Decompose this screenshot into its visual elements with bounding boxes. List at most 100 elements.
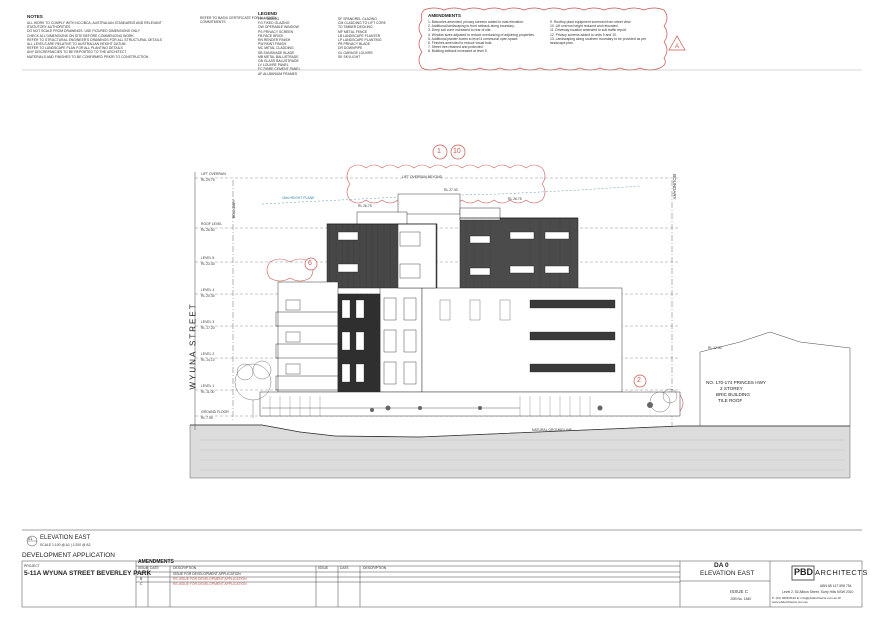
- svg-text:A: A: [675, 44, 679, 50]
- amendment-note: 9. Rooftop plant equipment screened from…: [550, 20, 632, 24]
- note-item: CHECK ALL DIMENSIONS ON SITE BEFORE COMM…: [27, 33, 134, 38]
- notes-list: ALL WORK TO COMPLY WITH NCC/BCA, AUSTRAL…: [27, 21, 177, 59]
- roof-cloud: [346, 164, 546, 204]
- boundary-left: BOUNDARY: [231, 198, 236, 219]
- legend-item: FR FRAMING: [258, 17, 280, 21]
- legend-item: LP LANDSCAPE PLANTING: [338, 38, 382, 43]
- note-item: REFER TO LANDSCAPE PLAN FOR ALL PLANTING…: [27, 46, 123, 51]
- issue-label: ISSUE C: [730, 589, 749, 594]
- lift-overrun: [397, 193, 461, 215]
- rl-label: RL 26.75: [358, 204, 372, 208]
- rl-label: RL 26.75: [508, 197, 522, 201]
- legend-item: PS PRIVACY SCREEN: [258, 29, 294, 34]
- view-title: ELEVATION EAST: [40, 535, 91, 541]
- street-name: WYUNA STREET: [188, 302, 198, 390]
- note-item: ALL LEVELS ARE RELATIVE TO AUSTRALIAN HE…: [27, 42, 126, 47]
- cloud-tag-6: 6: [308, 260, 312, 267]
- amendments-box: AMENDMENTS 1. Balconies amended, privacy…: [424, 9, 664, 65]
- level-rl: RL 17.20: [201, 326, 215, 330]
- cloud-tag-1: 1: [437, 148, 441, 155]
- firm-logo-box: [791, 565, 815, 581]
- level-rl: RL 7.90: [201, 416, 213, 420]
- level-label: GROUND FLOOR: [201, 410, 229, 414]
- col-description: DESCRIPTION: [363, 566, 387, 570]
- level-rl: RL 23.40: [201, 262, 215, 266]
- legend-item: PW PAINT FINISH: [258, 42, 287, 47]
- legend-item: GL GARAGE LOUVRE: [338, 50, 373, 55]
- legend-item: MC METAL CLADDING: [258, 46, 294, 51]
- amend-desc: ISSUE FOR DEVELOPMENT APPLICATION: [173, 572, 241, 576]
- height-plane-label: 18m HEIGHT PLANE: [282, 196, 315, 200]
- amendment-note: 1. Balconies amended, privacy screens ad…: [428, 20, 524, 24]
- neighbour-notes: NO. 170-174 PRINCES HWY 2 STOREY BRIC BU…: [706, 380, 766, 404]
- amendment-note: 3. Deep soil zone increased to rear of s…: [428, 28, 492, 33]
- rl-label: RL 12.30: [708, 346, 722, 350]
- notes-extra: REFER TO BASIX CERTIFICATE FOR ALL BASIX…: [200, 16, 277, 25]
- amendment-note: 4. Window sizes adjusted to reduce overl…: [428, 32, 535, 37]
- application-title: DEVELOPMENT APPLICATION: [22, 552, 115, 559]
- legend-col1: FR FRAMING FG FIXED GLAZING OW OPERABLE …: [258, 17, 333, 76]
- legend-item: MB METAL BALUSTRADE: [258, 54, 299, 59]
- legend-item: DR DOWNPIPE: [338, 46, 363, 51]
- revision-triangle: [668, 35, 686, 51]
- level-rl: RL 20.30: [201, 294, 215, 298]
- legend-item: CM CLADDING TO LIFT CORE: [338, 21, 386, 26]
- amendment-note: 5. Additional planter boxes to level 4 c…: [428, 36, 519, 41]
- amendment-note: 13. Landscaping along southern boundary …: [550, 36, 647, 46]
- amendment-note: 2. Additional landscaping to front setba…: [428, 24, 515, 29]
- amend-issue: A: [140, 572, 143, 576]
- legend-item: AF ALUMINIUM FRAMES: [258, 71, 298, 76]
- level-rl: RL 29.75: [201, 178, 215, 182]
- neighbour-line: NO. 170-174 PRINCES HWY: [706, 380, 766, 385]
- neighbour-line: TILE ROOF: [718, 398, 743, 403]
- neighbour-building: [699, 331, 851, 426]
- amendments-box-title: AMENDMENTS: [428, 13, 461, 18]
- firm-contact: P: (02) 9698 8140 E: info@pbdarchitects.…: [772, 596, 842, 605]
- podium: [259, 391, 681, 417]
- cloud-tag-2: 2: [637, 377, 641, 384]
- amendment-note: 6. Finishes amended to reduce visual bul…: [428, 41, 493, 46]
- amendment-note: 12. Privacy screens added to units 9 and…: [550, 32, 617, 37]
- legend-item: SB SUNSHADE BLADE: [258, 50, 295, 55]
- legend-item: GB GLASS BALUSTRADE: [258, 59, 299, 64]
- firm-abn: ABN 68 147 598 754: [820, 584, 852, 588]
- legend-item: TD TIMBER DECKING: [338, 25, 373, 30]
- amendment-note: 7. Street tree retained and protected.: [428, 45, 484, 50]
- legend-item: FC FIBRE CEMENT PANEL: [258, 67, 301, 72]
- legend-item: RN RENDER FINISH: [258, 38, 291, 43]
- drawing-number: DA 0: [714, 562, 729, 569]
- note-item: DO NOT SCALE FROM DRAWINGS. USE FIGURED …: [27, 29, 140, 34]
- neighbour-line: 2 STOREY: [720, 386, 743, 391]
- col-date: DATE: [150, 566, 159, 570]
- note-item: ANY DISCREPANCIES TO BE REPORTED TO THE …: [27, 50, 127, 55]
- level-rl: RL 26.50: [201, 228, 215, 232]
- legend-title: LEGEND: [258, 11, 278, 16]
- note-item: MATERIALS AND FINISHES TO BE CONFIRMED P…: [27, 54, 149, 59]
- drawing-title: ELEVATION EAST: [700, 570, 755, 577]
- firm-name: ARCHITECTS: [815, 568, 868, 577]
- amendment-note: 8. Building setback increased at level 5…: [428, 49, 488, 54]
- project-label: PROJECT: [24, 564, 40, 568]
- note-item: ALL WORK TO COMPLY WITH NCC/BCA, AUSTRAL…: [27, 21, 162, 30]
- legend-item: LB LANDSCAPE PLANTER: [338, 33, 381, 38]
- cloud-tag-10: 10: [453, 148, 461, 155]
- legend-item: LV LOUVRE PANEL: [258, 63, 289, 68]
- view-scale: SCALE 1:100 @ A1 | 1:200 @ A3: [40, 543, 91, 547]
- amend-desc: RE-ISSUE FOR DEVELOPMENT APPLICATION: [173, 577, 247, 581]
- level-rl: RL 11.00: [201, 390, 215, 394]
- col-issue: ISSUE: [138, 566, 149, 570]
- level-label: LEVEL 4: [201, 288, 215, 292]
- notes-panel: NOTES ALL WORK TO COMPLY WITH NCC/BCA, A…: [27, 14, 177, 59]
- amendment-note: 10. Lift overrun height reduced and relo…: [550, 24, 619, 29]
- amend-issue: B: [140, 577, 143, 581]
- job-number: JOB No. 1840: [730, 597, 752, 601]
- legend-col2: SF SPANDREL GLAZING CM CLADDING TO LIFT …: [338, 17, 410, 59]
- level-label: LEVEL 1: [201, 384, 215, 388]
- view-number: 01: [28, 536, 33, 541]
- legend-item: SF SPANDREL GLAZING: [338, 17, 377, 21]
- legend-item: SK SKYLIGHT: [338, 54, 361, 59]
- level-label: LEVEL 2: [201, 352, 215, 356]
- legend-panel: LEGEND FR FRAMING FG FIXED GLAZING OW OP…: [258, 11, 408, 76]
- firm-logo: PBD: [794, 567, 814, 577]
